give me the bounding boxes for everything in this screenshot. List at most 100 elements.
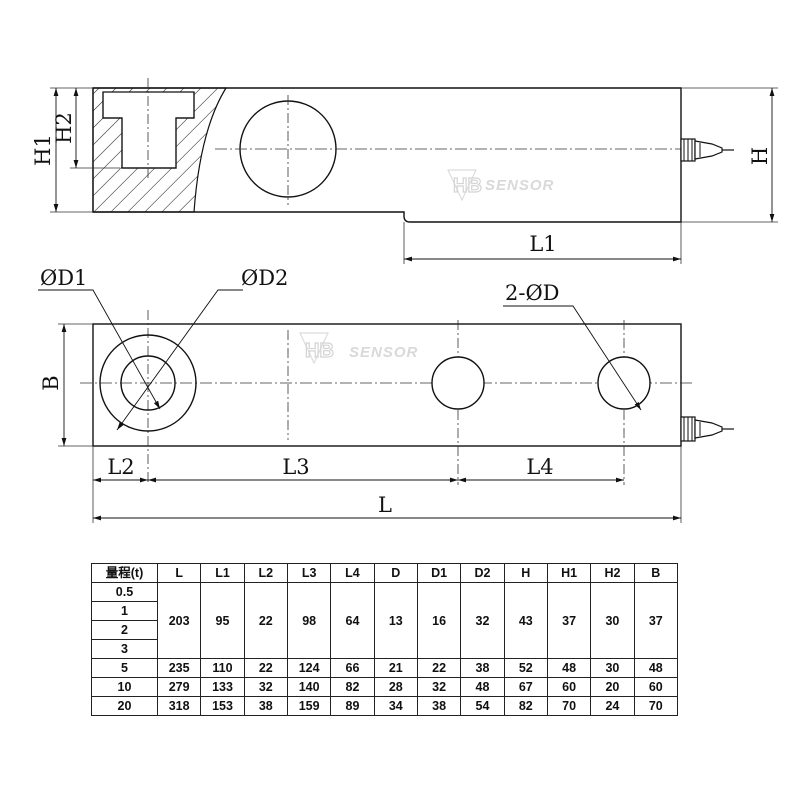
top-counterbore-outer [99, 334, 197, 432]
dim-label-b: B [39, 375, 63, 390]
header-cell: H1 [546, 563, 592, 583]
value-cell: 60 [546, 677, 592, 697]
dim-label-d1: ØD1 [40, 266, 87, 290]
header-cell: D2 [460, 563, 505, 583]
svg-text:HB: HB [453, 175, 482, 197]
capacity-cell: 1 [91, 601, 158, 621]
value-cell: 82 [503, 696, 548, 716]
value-cell: 110 [200, 658, 245, 678]
table-row: 10 279 133 32 140 82 28 32 48 67 60 20 6… [91, 677, 679, 697]
value-cell: 22 [243, 582, 288, 659]
table-header-row: 量程(t) L L1 L2 L3 L4 D D1 D2 H H1 H2 B [91, 563, 679, 583]
value-cell: 54 [460, 696, 505, 716]
value-cell: 38 [460, 658, 505, 678]
value-cell: 153 [200, 696, 245, 716]
value-cell: 32 [243, 677, 288, 697]
value-cell: 21 [373, 658, 418, 678]
svg-text:SENSOR: SENSOR [349, 344, 418, 361]
header-cell: D1 [416, 563, 462, 583]
dim-label-l3: L3 [282, 455, 309, 479]
table-row: 20 318 153 38 159 89 34 38 54 82 70 24 7… [91, 696, 679, 716]
value-cell: 70 [546, 696, 592, 716]
value-cell: 82 [330, 677, 375, 697]
value-cell: 318 [156, 696, 202, 716]
value-cell: 140 [286, 677, 332, 697]
capacity-cell: 3 [91, 639, 158, 659]
top-cable-connector [680, 416, 734, 442]
top-counterbore-inner [120, 355, 176, 411]
svg-text:HB: HB [305, 340, 334, 362]
value-cell: 95 [200, 582, 245, 659]
header-cell: H2 [590, 563, 635, 583]
value-cell: 28 [373, 677, 418, 697]
side-view: H1 H2 H L1 HB SENSOR [31, 78, 778, 264]
value-cell: 67 [503, 677, 548, 697]
header-cell: L1 [200, 563, 245, 583]
side-body-outline [92, 87, 682, 223]
capacity-cell: 20 [91, 696, 158, 716]
spec-table: 量程(t) L L1 L2 L3 L4 D D1 D2 H H1 H2 B 0.… [91, 563, 679, 716]
header-cell: 量程(t) [91, 563, 158, 583]
side-cable-connector [680, 138, 734, 162]
value-cell: 52 [503, 658, 548, 678]
top-view: ØD1 ØD2 2-ØD B L2 L3 L4 L HB SENSOR [38, 266, 734, 523]
value-cell: 133 [200, 677, 245, 697]
dim-label-h1: H1 [31, 134, 55, 166]
load-cell-drawing: H1 H2 H L1 HB SENSOR [31, 78, 778, 523]
dim-label-l2: L2 [107, 455, 134, 479]
capacity-cell: 5 [91, 658, 158, 678]
value-cell: 48 [546, 658, 592, 678]
value-cell: 16 [416, 582, 462, 659]
value-cell: 37 [633, 582, 679, 659]
value-cell: 22 [243, 658, 288, 678]
value-cell: 43 [503, 582, 548, 659]
value-cell: 48 [460, 677, 505, 697]
table-row: 5 235 110 22 124 66 21 22 38 52 48 30 48 [91, 658, 679, 678]
value-cell: 48 [633, 658, 679, 678]
bore-outline [102, 92, 195, 169]
header-cell: L3 [286, 563, 332, 583]
value-cell: 32 [416, 677, 462, 697]
value-cell: 37 [546, 582, 592, 659]
value-cell: 24 [590, 696, 635, 716]
header-cell: L [156, 563, 202, 583]
mounting-hole-1 [431, 356, 485, 410]
side-watermark: HB SENSOR [447, 169, 554, 202]
svg-text:SENSOR: SENSOR [485, 177, 554, 194]
value-cell: 279 [156, 677, 202, 697]
dim-label-d2: ØD2 [241, 266, 288, 290]
header-cell: L2 [243, 563, 288, 583]
value-cell: 66 [330, 658, 375, 678]
value-cell: 13 [373, 582, 418, 659]
mounting-hole-2 [597, 356, 651, 410]
value-cell: 70 [633, 696, 679, 716]
capacity-cell: 0.5 [91, 582, 158, 602]
value-cell: 98 [286, 582, 332, 659]
value-cell: 89 [330, 696, 375, 716]
value-cell: 32 [460, 582, 505, 659]
header-cell: L4 [330, 563, 375, 583]
header-cell: D [373, 563, 418, 583]
capacity-cell: 10 [91, 677, 158, 697]
value-cell: 235 [156, 658, 202, 678]
value-cell: 30 [590, 582, 635, 659]
value-cell: 34 [373, 696, 418, 716]
value-cell: 38 [416, 696, 462, 716]
value-cell: 60 [633, 677, 679, 697]
table-row: 0.5 203 95 22 98 64 13 16 32 43 37 30 37 [91, 582, 679, 659]
dim-label-l1: L1 [529, 232, 556, 256]
value-cell: 20 [590, 677, 635, 697]
dim-label-d: 2-ØD [505, 281, 560, 305]
capacity-cell: 2 [91, 620, 158, 640]
value-cell: 30 [590, 658, 635, 678]
value-cell: 38 [243, 696, 288, 716]
value-cell: 203 [156, 582, 202, 659]
dim-label-h2: H2 [52, 112, 76, 144]
dim-label-l: L [378, 493, 392, 517]
value-cell: 159 [286, 696, 332, 716]
top-watermark: HB SENSOR [299, 332, 418, 365]
top-body-outline [92, 323, 682, 447]
dim-label-h: H [748, 147, 772, 165]
header-cell: B [633, 563, 679, 583]
value-cell: 64 [330, 582, 375, 659]
